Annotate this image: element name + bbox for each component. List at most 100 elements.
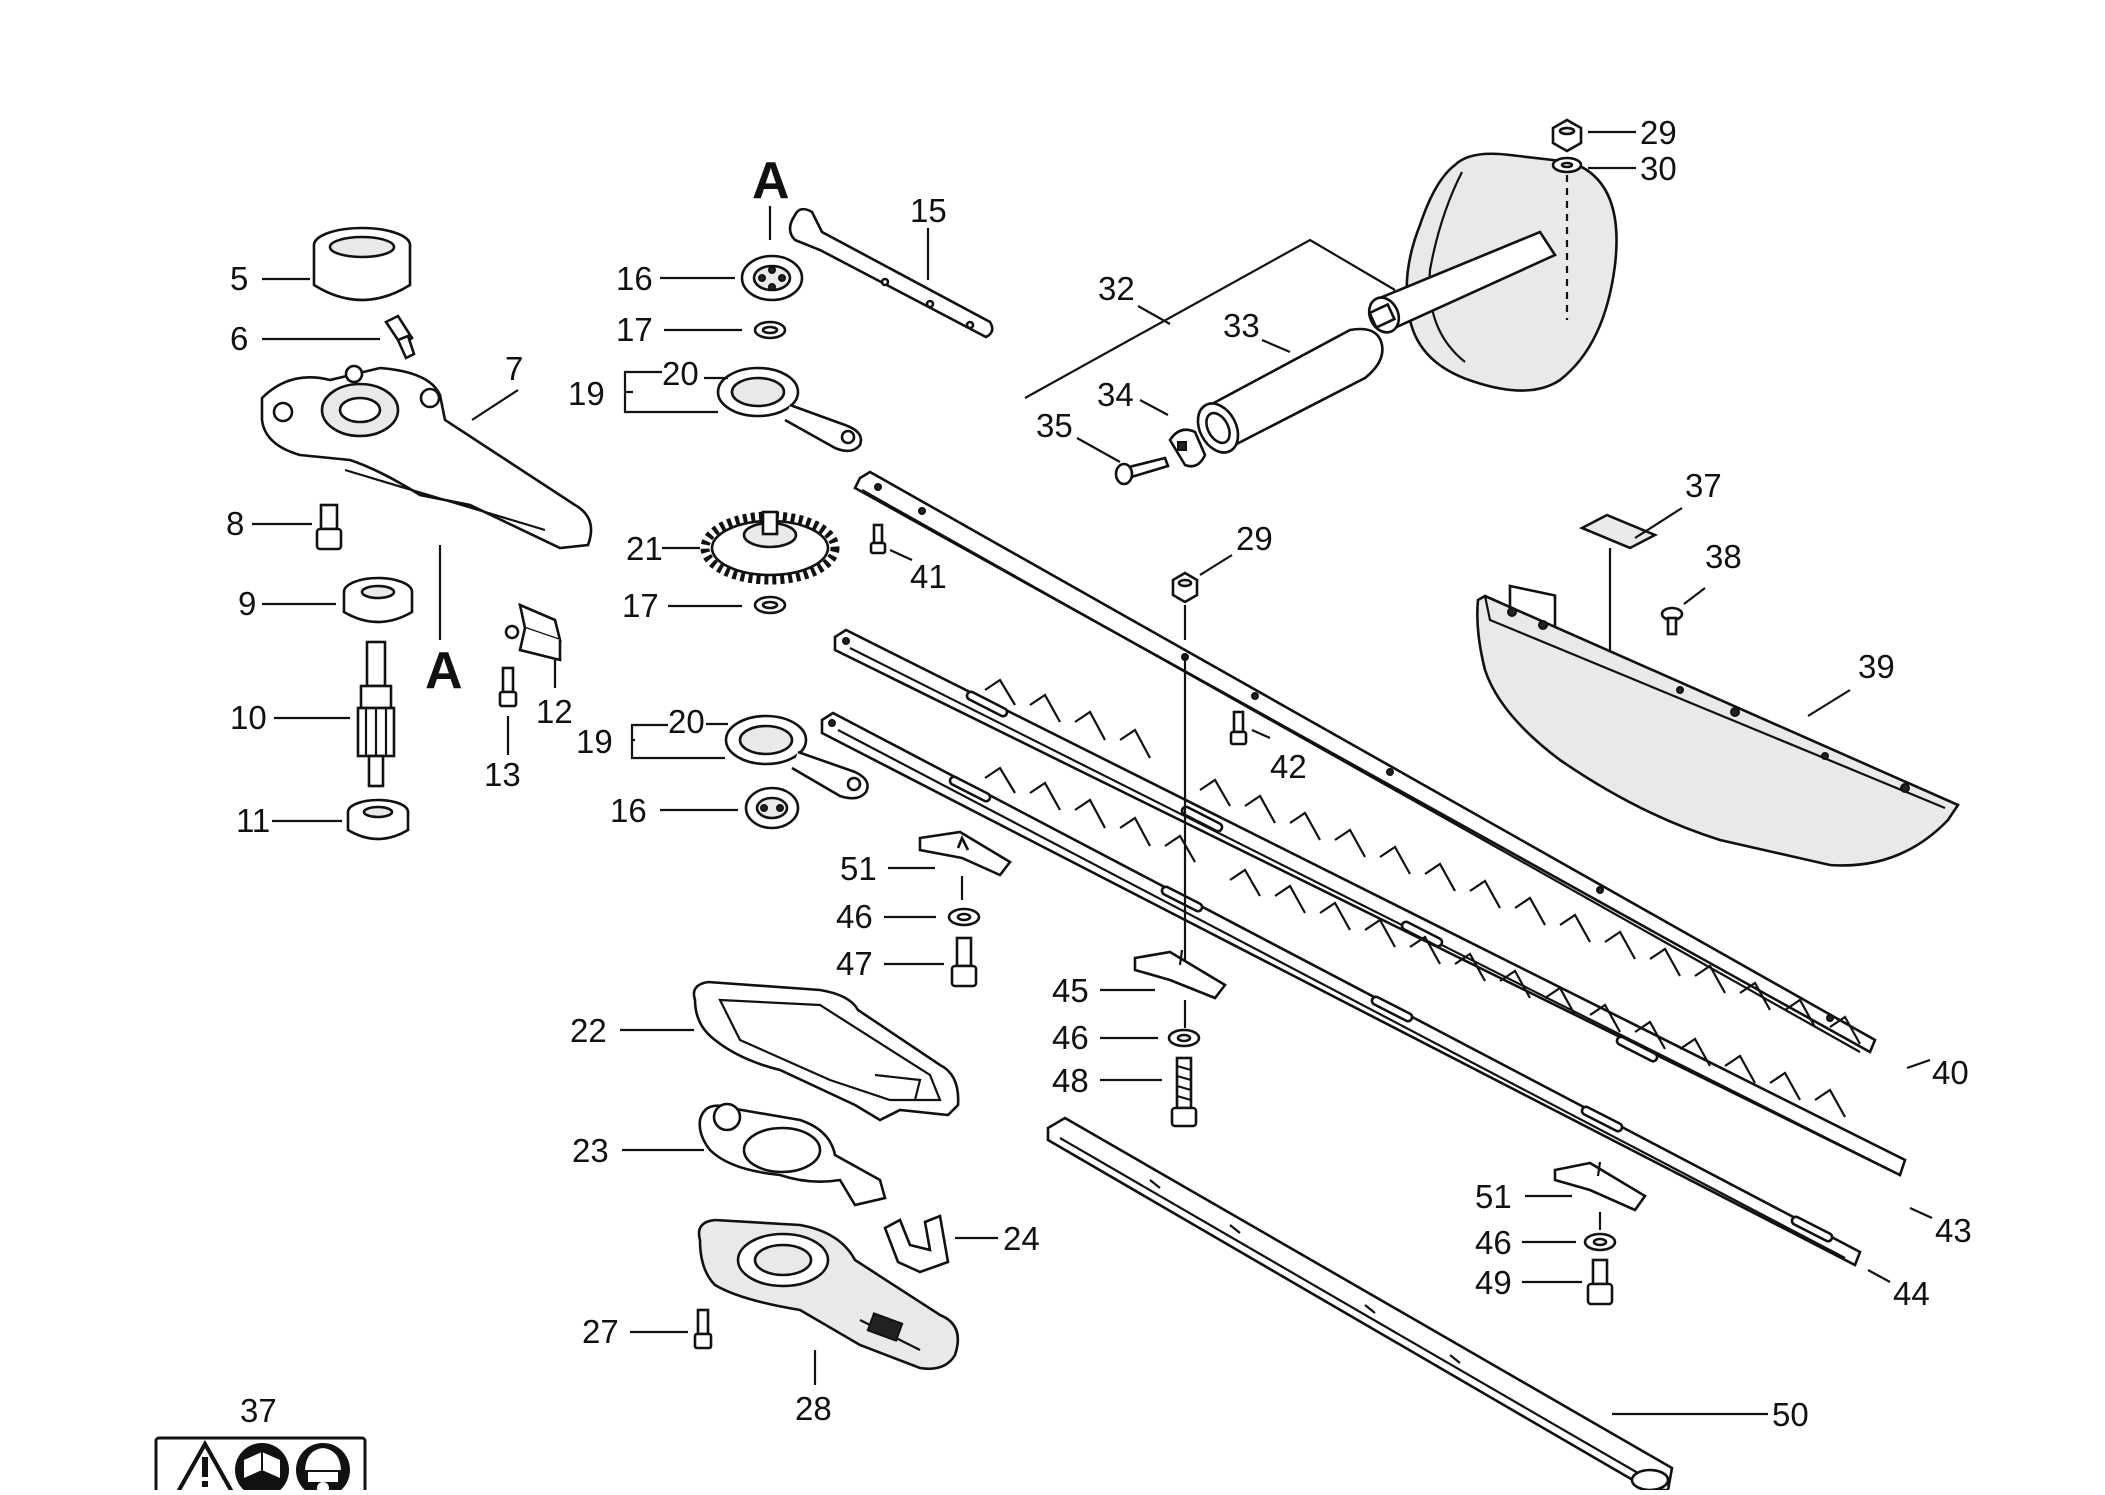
label-44: 44	[1893, 1275, 1930, 1312]
label-20-lower: 20	[668, 703, 705, 740]
part-17-washer-lower	[753, 595, 787, 615]
label-35: 35	[1036, 407, 1073, 444]
part-16-bearing-upper	[740, 254, 804, 302]
part-6-grease-fitting	[384, 314, 416, 360]
safety-helmet-icon	[296, 1443, 350, 1495]
label-17-lower: 17	[622, 587, 659, 624]
label-39: 39	[1858, 648, 1895, 685]
read-manual-icon	[235, 1443, 289, 1495]
part-20-connecting-rod-upper	[716, 366, 863, 453]
part-30-washer	[1551, 156, 1583, 174]
label-50: 50	[1772, 1396, 1809, 1433]
part-20-connecting-rod-lower	[724, 714, 869, 800]
label-22: 22	[570, 1012, 607, 1049]
part-44-lower-blade	[820, 711, 1862, 1267]
part-28-gear-cover	[697, 1218, 960, 1370]
label-49: 49	[1475, 1264, 1512, 1301]
label-37-upper: 37	[1685, 467, 1722, 504]
part-9-bearing	[342, 576, 414, 624]
label-19-upper: 19	[568, 375, 605, 412]
label-17-upper: 17	[616, 311, 653, 348]
part-29-nut-top	[1551, 118, 1583, 153]
label-45: 45	[1052, 972, 1089, 1009]
part-45-guide-plate	[1133, 949, 1227, 1000]
label-37-lower: 37	[240, 1392, 277, 1429]
part-37-decal	[1578, 513, 1659, 550]
label-51-lower: 51	[1475, 1178, 1512, 1215]
part-49-bolt	[1586, 1258, 1614, 1306]
label-11: 11	[236, 802, 270, 839]
part-41-screw	[869, 523, 887, 555]
ref-marker-A-upper: A	[752, 152, 790, 210]
label-27: 27	[582, 1313, 619, 1350]
label-19-lower: 19	[576, 723, 613, 760]
part-47-bolt	[950, 936, 978, 988]
label-16-upper: 16	[616, 260, 653, 297]
part-12-bracket	[504, 602, 562, 662]
label-13: 13	[484, 756, 521, 793]
part-5-cap	[312, 226, 412, 302]
label-21: 21	[626, 530, 663, 567]
part-10-pinion-shaft	[356, 640, 396, 788]
label-12: 12	[536, 693, 573, 730]
part-29-nut-middle	[1171, 571, 1199, 604]
part-46-washer-middle	[1167, 1028, 1201, 1048]
part-51-guide-plate-lower	[1553, 1161, 1647, 1212]
label-38: 38	[1705, 538, 1742, 575]
label-42: 42	[1270, 748, 1307, 785]
part-43-upper-blade	[833, 628, 1907, 1177]
part-16-bearing-lower	[744, 786, 800, 830]
part-15-wrench	[788, 207, 994, 339]
label-7: 7	[505, 350, 523, 387]
part-8-bolt	[315, 503, 343, 551]
label-32: 32	[1098, 270, 1135, 307]
label-20-upper: 20	[662, 355, 699, 392]
label-29-middle: 29	[1236, 520, 1273, 557]
part-21-gear	[700, 510, 840, 585]
label-10: 10	[230, 699, 267, 736]
part-38-screw	[1660, 606, 1684, 636]
part-42-screw	[1229, 710, 1248, 746]
part-11-bearing	[346, 798, 410, 841]
part-34-end-cap	[1168, 428, 1207, 468]
part-handle-shaft	[1367, 230, 1557, 334]
part-48-bolt	[1170, 1056, 1198, 1128]
label-28: 28	[795, 1390, 832, 1427]
label-16-lower: 16	[610, 792, 647, 829]
part-23-gasket	[698, 1102, 887, 1207]
label-43: 43	[1935, 1212, 1972, 1249]
label-47: 47	[836, 945, 873, 982]
part-39-hand-guard	[1476, 594, 1960, 867]
part-51-guide-plate-upper	[918, 830, 1012, 877]
label-46-middle: 46	[1052, 1019, 1089, 1056]
label-15: 15	[910, 192, 947, 229]
part-22-gasket	[692, 980, 960, 1122]
label-24: 24	[1003, 1220, 1040, 1257]
label-46-upper: 46	[836, 898, 873, 935]
label-41: 41	[910, 558, 947, 595]
label-6: 6	[230, 320, 248, 357]
label-48: 48	[1052, 1062, 1089, 1099]
ref-marker-A-lower: A	[425, 642, 463, 700]
part-40-blade-guide-bar	[853, 470, 1877, 1054]
label-8: 8	[226, 505, 244, 542]
label-51-upper: 51	[840, 850, 877, 887]
part-13-screw	[498, 666, 518, 708]
part-27-screw	[693, 1308, 713, 1350]
label-33: 33	[1223, 307, 1260, 344]
label-34: 34	[1097, 376, 1134, 413]
label-5: 5	[230, 260, 248, 297]
part-handle-guard-plate	[1405, 152, 1618, 688]
part-17-washer-upper	[753, 320, 787, 340]
part-35-screw	[1114, 456, 1170, 486]
label-40: 40	[1932, 1054, 1969, 1091]
label-46-lower: 46	[1475, 1224, 1512, 1261]
part-33-grip-tube	[1196, 327, 1384, 454]
label-23: 23	[572, 1132, 609, 1169]
warning-decal	[154, 1436, 367, 1495]
part-24-slider-cap	[883, 1214, 950, 1274]
label-29-top: 29	[1640, 114, 1677, 151]
label-30: 30	[1640, 150, 1677, 187]
